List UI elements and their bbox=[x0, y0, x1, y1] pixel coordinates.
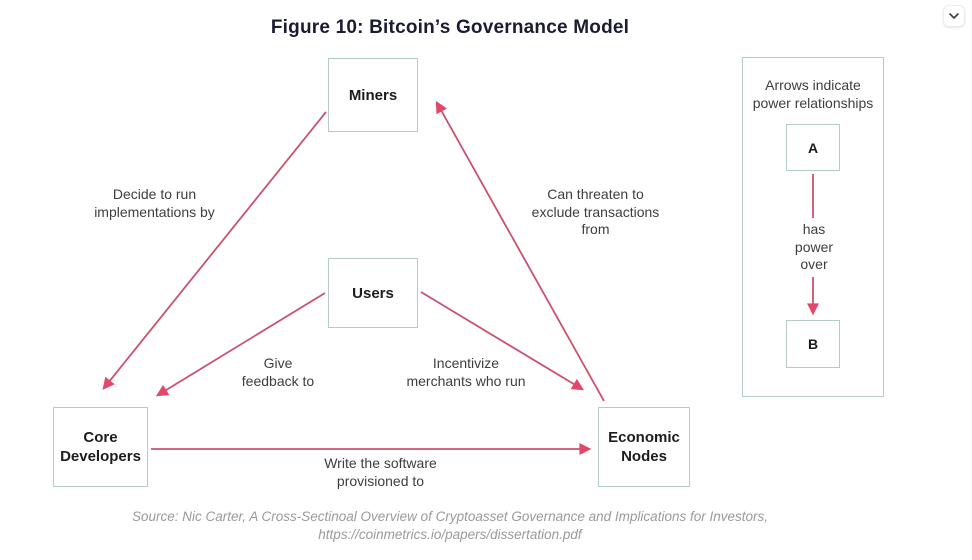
legend-caption: Arrows indicate power relationships bbox=[752, 77, 874, 111]
legend-node-a: A bbox=[786, 124, 840, 171]
edge-label-can-threaten: Can threaten to exclude transactions fro… bbox=[531, 186, 660, 237]
node-economic-nodes: Economic Nodes bbox=[598, 407, 690, 487]
collapse-button[interactable] bbox=[943, 5, 965, 27]
edge-label-give-feedback: Give feedback to bbox=[241, 355, 315, 389]
source-line-1: Source: Nic Carter, A Cross-Sectinoal Ov… bbox=[131, 509, 768, 524]
edge-label-decide-to-run: Decide to run implementations by bbox=[94, 186, 215, 220]
legend-edge-label: has power over bbox=[779, 218, 849, 277]
edge-label-write-software: Write the software provisioned to bbox=[324, 455, 437, 489]
edge-label-incentivize-merchants: Incentivize merchants who run bbox=[406, 355, 526, 389]
node-users: Users bbox=[328, 258, 418, 328]
node-core-developers: Core Developers bbox=[53, 407, 148, 487]
node-miners: Miners bbox=[328, 58, 418, 132]
source-line-2: https://coinmetrics.io/papers/dissertati… bbox=[318, 527, 582, 542]
arrow-miners-to-core-developers bbox=[102, 111, 327, 390]
figure-title: Figure 10: Bitcoin’s Governance Model bbox=[270, 17, 630, 38]
source-citation: Source: Nic Carter, A Cross-Sectinoal Ov… bbox=[0, 508, 900, 544]
chevron-down-icon bbox=[949, 12, 959, 19]
legend-node-b: B bbox=[786, 320, 840, 368]
legend-box: Arrows indicate power relationships A ha… bbox=[742, 57, 884, 397]
